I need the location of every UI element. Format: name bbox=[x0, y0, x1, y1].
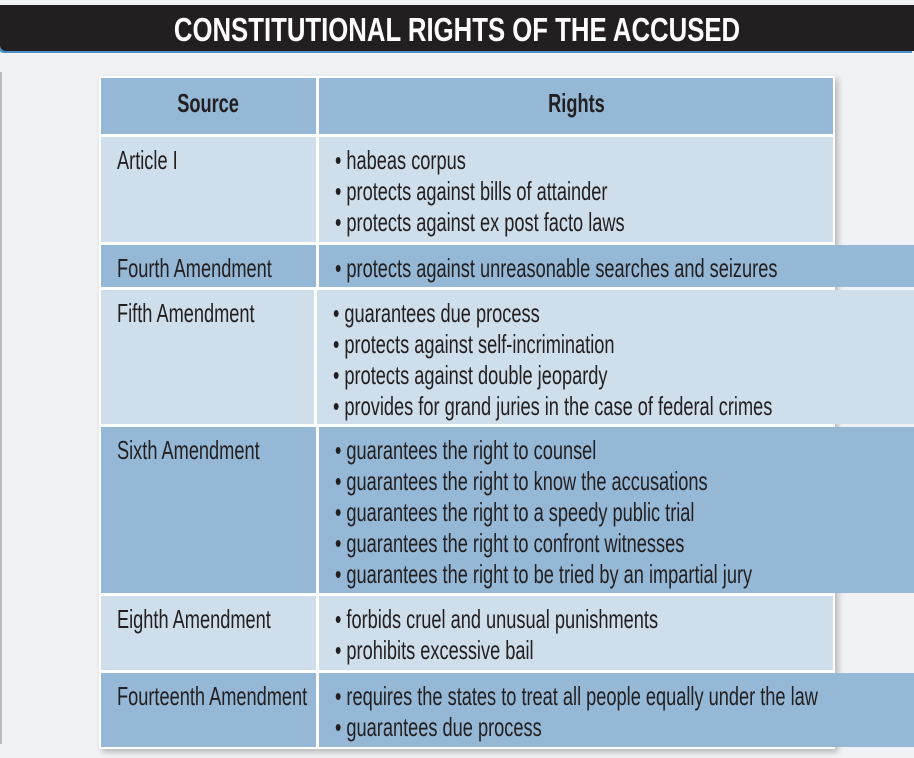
header-rights: Rights bbox=[547, 88, 605, 118]
right-item: • protects against self-incrimination bbox=[332, 329, 615, 359]
rights-table: Source Rights Article I• habeas corpus• … bbox=[99, 76, 914, 749]
right-item: • protects against double jeopardy bbox=[332, 360, 608, 390]
right-item: • protects against unreasonable searches… bbox=[335, 253, 778, 283]
right-item: • habeas corpus bbox=[335, 145, 466, 175]
right-item: • provides for grand juries in the case … bbox=[332, 391, 772, 421]
right-item: • guarantees the right to counsel bbox=[335, 435, 597, 465]
header-source: Source bbox=[177, 88, 240, 118]
table-row: Fourth Amendment • protects against unrea… bbox=[101, 245, 914, 290]
source-cell: Sixth Amendment bbox=[117, 435, 260, 465]
source-cell: Fourteenth Amendment bbox=[117, 681, 308, 711]
table-row: Sixth Amendment • guarantees the right to… bbox=[101, 427, 914, 596]
right-item: • guarantees the right to know the accus… bbox=[335, 466, 708, 496]
right-item: • guarantees due process bbox=[335, 712, 542, 742]
source-cell: Fifth Amendment bbox=[117, 298, 255, 328]
source-cell: Article I bbox=[117, 145, 178, 175]
right-item: • guarantees the right to confront witne… bbox=[335, 528, 685, 558]
right-item: • protects against ex post facto laws bbox=[335, 207, 625, 237]
table-row: Fifth Amendment• guarantees due process•… bbox=[101, 290, 914, 427]
title-bar: CONSTITUTIONAL RIGHTS OF THE ACCUSED bbox=[0, 5, 914, 51]
right-item: • protects against bills of attainder bbox=[335, 176, 608, 206]
right-item: • guarantees the right to be tried by an… bbox=[335, 559, 753, 589]
right-item: • guarantees due process bbox=[332, 298, 540, 328]
table-row: Eighth Amendment • forbids cruel and unus… bbox=[101, 596, 833, 673]
right-item: • forbids cruel and unusual punishments bbox=[335, 604, 659, 634]
table-header: Source Rights bbox=[101, 78, 833, 137]
source-cell: Fourth Amendment bbox=[117, 253, 272, 283]
right-item: • guarantees the right to a speedy publi… bbox=[335, 497, 695, 527]
source-cell: Eighth Amendment bbox=[117, 604, 271, 634]
table-row: Article I• habeas corpus• protects again… bbox=[101, 137, 833, 245]
right-item: • requires the states to treat all peopl… bbox=[335, 681, 818, 711]
right-item: • prohibits excessive bail bbox=[335, 635, 534, 665]
divider bbox=[0, 72, 2, 744]
table-row: Fourteenth Amendment • requires the state… bbox=[101, 673, 914, 747]
page-title: CONSTITUTIONAL RIGHTS OF THE ACCUSED bbox=[173, 11, 741, 48]
